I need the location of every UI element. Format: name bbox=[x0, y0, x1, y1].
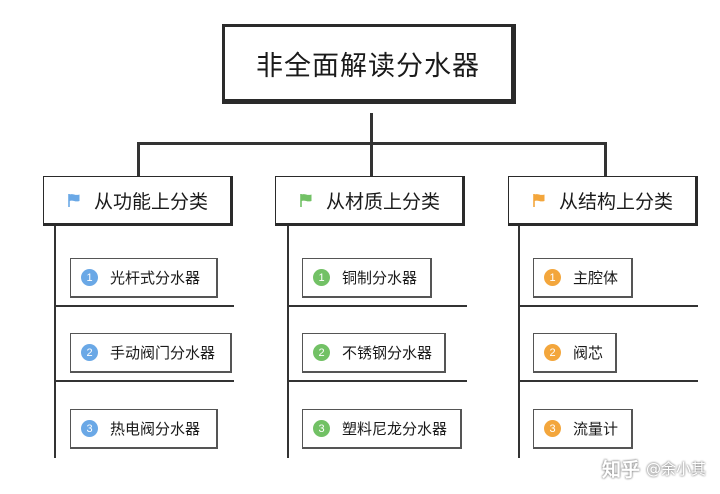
category-structure: 从结构上分类 bbox=[508, 176, 698, 226]
leaf-item: 3 塑料尼龙分水器 bbox=[302, 409, 462, 449]
leaf-item: 1 主腔体 bbox=[533, 258, 633, 298]
spine-3 bbox=[518, 226, 520, 458]
branch-drop-2 bbox=[370, 142, 373, 178]
leaf-item: 1 光杆式分水器 bbox=[70, 258, 218, 298]
separator bbox=[518, 380, 698, 382]
number-badge: 3 bbox=[313, 420, 330, 437]
separator bbox=[287, 380, 467, 382]
number-badge: 3 bbox=[544, 420, 561, 437]
leaf-label: 光杆式分水器 bbox=[110, 269, 201, 287]
root-node: 非全面解读分水器 bbox=[222, 24, 516, 104]
number-badge: 2 bbox=[313, 344, 330, 361]
blue-flag-icon bbox=[68, 194, 80, 207]
root-stem bbox=[370, 113, 373, 145]
leaf-label: 流量计 bbox=[573, 420, 619, 438]
number-badge: 2 bbox=[81, 344, 98, 361]
watermark-brand: 知乎 bbox=[601, 459, 640, 481]
separator bbox=[287, 305, 467, 307]
leaf-label: 不锈钢分水器 bbox=[342, 344, 433, 362]
leaf-item: 2 阀芯 bbox=[533, 333, 617, 373]
spine-1 bbox=[54, 226, 56, 458]
leaf-item: 2 不锈钢分水器 bbox=[302, 333, 446, 373]
branch-drop-3 bbox=[604, 142, 607, 178]
number-badge: 2 bbox=[544, 344, 561, 361]
separator bbox=[518, 305, 698, 307]
number-badge: 3 bbox=[81, 420, 98, 437]
orange-flag-icon bbox=[533, 194, 545, 207]
number-badge: 1 bbox=[544, 269, 561, 286]
category-label: 从材质上分类 bbox=[326, 190, 441, 213]
watermark-author: @余小其 bbox=[645, 460, 706, 478]
green-flag-icon bbox=[300, 194, 312, 207]
leaf-label: 铜制分水器 bbox=[342, 269, 418, 287]
leaf-item: 3 流量计 bbox=[533, 409, 633, 449]
leaf-item: 1 铜制分水器 bbox=[302, 258, 432, 298]
separator bbox=[54, 380, 234, 382]
leaf-label: 阀芯 bbox=[573, 344, 604, 362]
branch-drop-1 bbox=[137, 142, 140, 178]
leaf-item: 2 手动阀门分水器 bbox=[70, 333, 232, 373]
watermark: 知乎 @余小其 bbox=[602, 455, 706, 482]
category-material: 从材质上分类 bbox=[275, 176, 465, 226]
category-label: 从功能上分类 bbox=[94, 190, 209, 213]
number-badge: 1 bbox=[313, 269, 330, 286]
category-function: 从功能上分类 bbox=[43, 176, 233, 226]
leaf-label: 手动阀门分水器 bbox=[110, 344, 216, 362]
spine-2 bbox=[287, 226, 289, 458]
separator bbox=[54, 305, 234, 307]
leaf-item: 3 热电阀分水器 bbox=[70, 409, 218, 449]
leaf-label: 塑料尼龙分水器 bbox=[342, 420, 448, 438]
leaf-label: 主腔体 bbox=[573, 269, 619, 287]
category-label: 从结构上分类 bbox=[559, 190, 674, 213]
leaf-label: 热电阀分水器 bbox=[110, 420, 201, 438]
root-title: 非全面解读分水器 bbox=[256, 50, 480, 82]
number-badge: 1 bbox=[81, 269, 98, 286]
